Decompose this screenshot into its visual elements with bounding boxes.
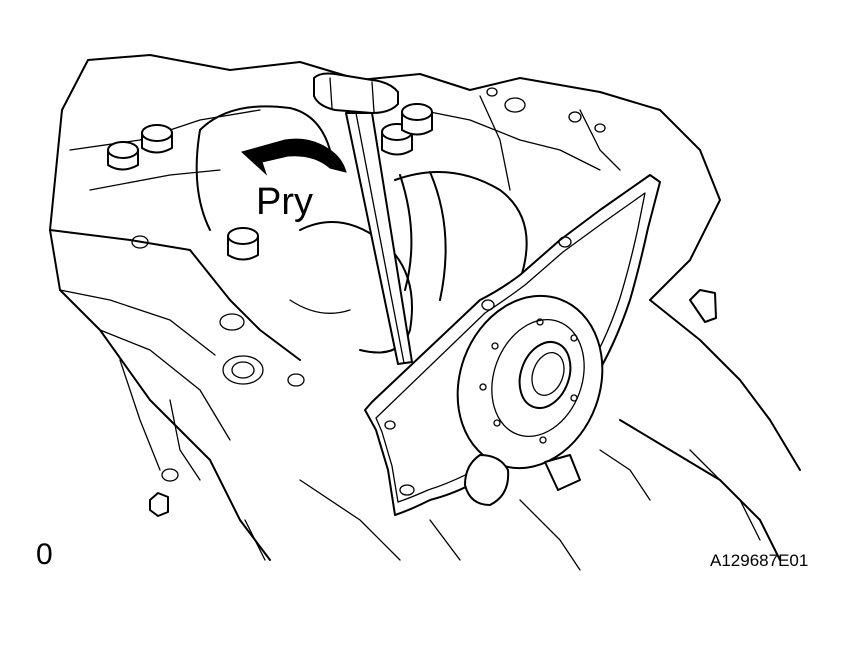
oil-seal-retainer (364, 174, 661, 516)
engine-block (49, 54, 721, 561)
screwdriver-icon (313, 72, 413, 365)
corner-mark: 0 (36, 538, 53, 571)
pry-label: Pry (256, 181, 313, 223)
cap-bolts (107, 103, 433, 261)
curved-arrow-icon (240, 138, 347, 176)
lower-housing (149, 289, 801, 571)
figure-code: A129687E01 (710, 551, 809, 570)
